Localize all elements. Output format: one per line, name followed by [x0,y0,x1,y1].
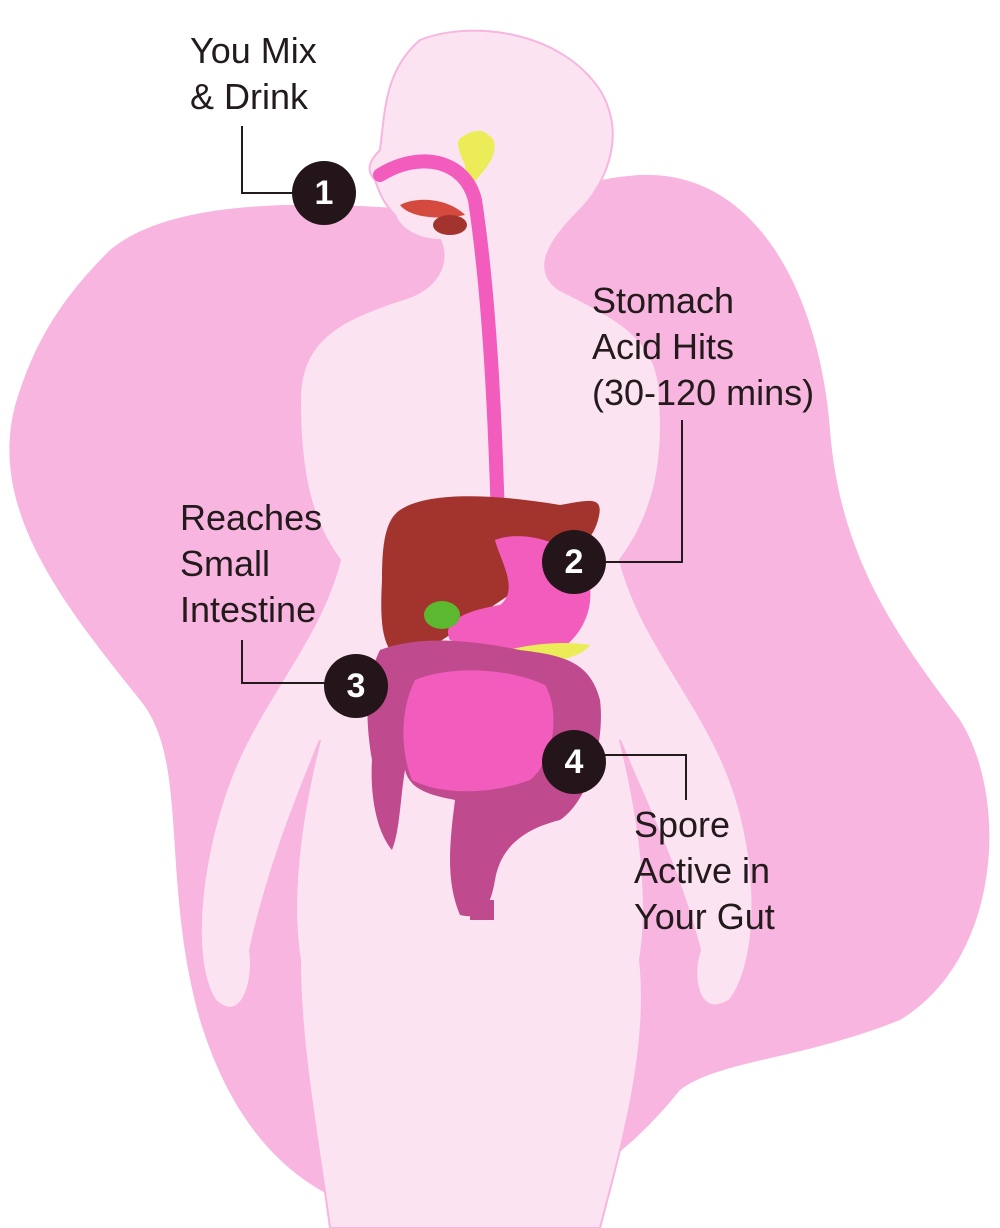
thyroid-gland [458,130,495,183]
step-3-label: Reaches Small Intestine [180,497,323,630]
gallbladder [424,601,460,629]
leader-line-4 [600,754,687,800]
step-3-badge: 3 [324,654,388,718]
step-1-badge: 1 [292,161,356,225]
step-4-badge: 4 [542,730,606,794]
salivary-gland [433,215,467,235]
tongue [400,199,465,218]
leader-line-3 [241,640,330,684]
step-2-label: Stomach Acid Hits (30-120 mins) [592,280,815,413]
step-1-label: You Mix & Drink [190,30,317,117]
leader-line-1 [241,126,300,194]
step-4-label: Spore Active in Your Gut [634,804,775,937]
rectum [470,900,494,920]
step-2-badge: 2 [542,530,606,594]
small-intestine [403,670,554,792]
leader-line-2 [600,420,683,563]
